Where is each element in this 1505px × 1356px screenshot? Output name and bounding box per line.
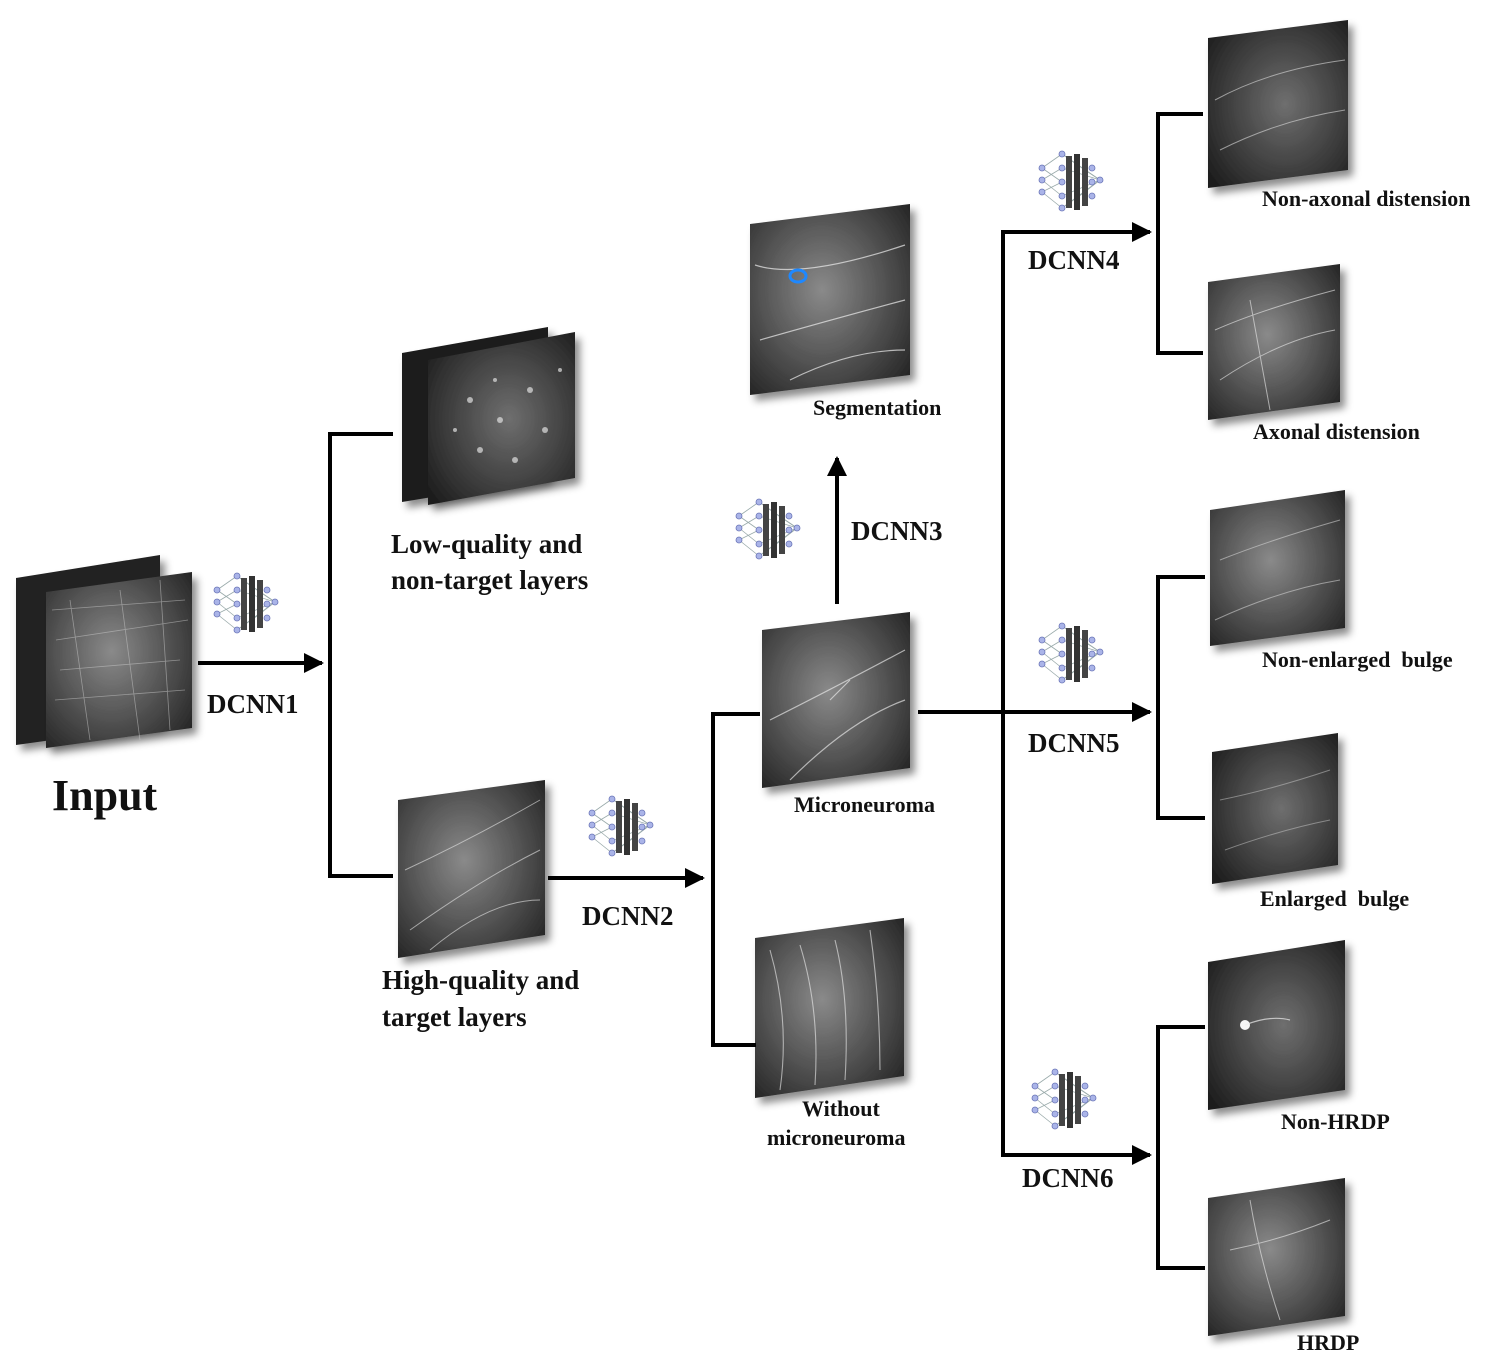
non-hrdp-label: Non-HRDP xyxy=(1281,1109,1390,1134)
without-microneuroma-label-line1: Without xyxy=(802,1096,881,1121)
dcnn1-label: DCNN1 xyxy=(207,689,299,719)
hrdp-label: HRDP xyxy=(1297,1330,1359,1355)
neural-network-icon xyxy=(588,795,654,857)
enlarged-image xyxy=(1212,733,1338,884)
dcnn3-label: DCNN3 xyxy=(851,516,943,546)
segmentation-image xyxy=(750,204,910,395)
hrdp-image xyxy=(1208,1178,1345,1336)
non-axonal-label: Non-axonal distension xyxy=(1262,186,1470,211)
neural-network-icon xyxy=(735,498,801,560)
dcnn5-label: DCNN5 xyxy=(1028,728,1120,758)
non-enlarged-label: Non-enlarged bulge xyxy=(1262,647,1453,672)
high-quality-label-line2: target layers xyxy=(382,1002,527,1032)
dcnn2-label: DCNN2 xyxy=(582,901,674,931)
dcnn4-label: DCNN4 xyxy=(1028,245,1120,275)
segmentation-label: Segmentation xyxy=(813,395,941,420)
non-axonal-image xyxy=(1208,20,1348,188)
low-quality-label-line2: non-target layers xyxy=(391,565,588,595)
dcnn6-label: DCNN6 xyxy=(1022,1163,1114,1193)
axonal-image xyxy=(1208,264,1340,420)
low-quality-label-line1: Low-quality and xyxy=(391,529,582,559)
segmentation-marker xyxy=(788,268,808,284)
neural-network-icon xyxy=(1038,150,1104,212)
without-microneuroma-image xyxy=(755,918,904,1098)
high-quality-image xyxy=(398,780,545,958)
non-hrdp-image xyxy=(1208,940,1345,1110)
neural-network-icon xyxy=(213,572,279,634)
high-quality-label-line1: High-quality and xyxy=(382,965,579,995)
microneuroma-image xyxy=(762,612,910,788)
neural-network-icon xyxy=(1031,1068,1097,1130)
non-enlarged-image xyxy=(1210,490,1345,646)
enlarged-label: Enlarged bulge xyxy=(1260,886,1409,911)
neural-network-icon xyxy=(1038,622,1104,684)
low-quality-image-stack xyxy=(402,327,575,505)
input-image-stack xyxy=(16,555,192,748)
microneuroma-label: Microneuroma xyxy=(794,792,935,817)
input-label: Input xyxy=(52,771,158,820)
connectors xyxy=(198,112,1205,1270)
axonal-label: Axonal distension xyxy=(1253,419,1420,444)
without-microneuroma-label-line2: microneuroma xyxy=(767,1125,906,1150)
